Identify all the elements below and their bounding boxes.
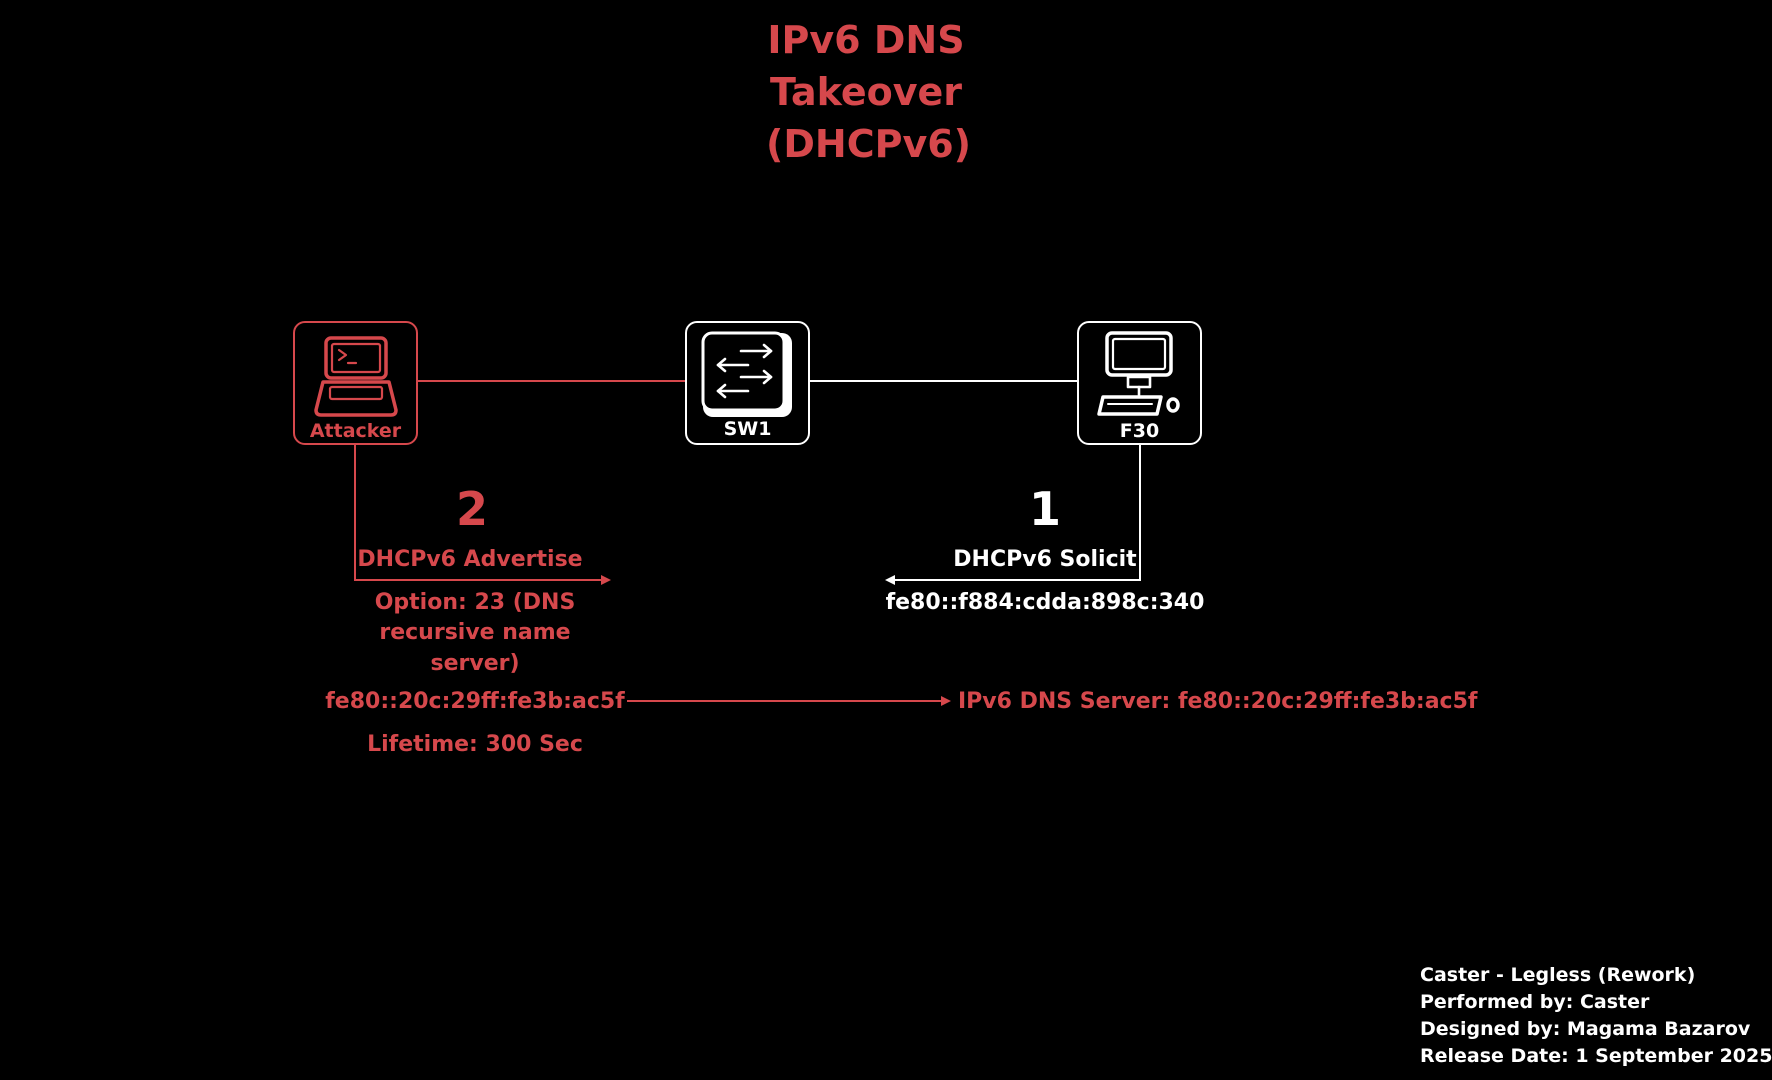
node-client[interactable]	[1077, 321, 1202, 445]
step2-option-line1: Option: 23 (DNS	[374, 590, 576, 615]
step1-arrow	[885, 444, 1141, 585]
credits-line-4: Release Date: 1 September 2025	[1420, 1045, 1772, 1067]
dns-server-arrow	[627, 696, 951, 706]
step2-arrow	[354, 444, 611, 585]
client-label: F30	[1119, 420, 1160, 442]
step1-number: 1	[1028, 482, 1061, 536]
step2-option-line3: server)	[430, 651, 520, 676]
step2-option-line2: recursive name	[379, 620, 571, 645]
step2-lifetime: Lifetime: 300 Sec	[367, 732, 583, 757]
credits-line-3: Designed by: Magama Bazarov	[1420, 1018, 1751, 1040]
step2-number: 2	[455, 482, 488, 536]
switch-label: SW1	[723, 418, 772, 440]
attacker-label: Attacker	[309, 420, 402, 442]
dns-server-label: IPv6 DNS Server: fe80::20c:29ff:fe3b:ac5…	[958, 689, 1478, 714]
switch-icon	[701, 331, 792, 417]
title-line-1: IPv6 DNS	[767, 18, 965, 62]
credits-line-1: Caster - Legless (Rework)	[1420, 964, 1696, 986]
step2-message: DHCPv6 Advertise	[357, 547, 583, 572]
step1-message: DHCPv6 Solicit	[953, 547, 1137, 572]
desktop-computer-icon	[1097, 331, 1180, 416]
step2-address: fe80::20c:29ff:fe3b:ac5f	[325, 689, 625, 714]
credits-line-2: Performed by: Caster	[1420, 991, 1650, 1013]
title-line-2: Takeover	[769, 70, 963, 114]
diagram-title: IPv6 DNS Takeover (DHCPv6)	[766, 14, 972, 170]
node-switch[interactable]	[685, 321, 810, 445]
title-line-3: (DHCPv6)	[766, 122, 972, 166]
network-diagram	[293, 321, 1202, 706]
credits: Caster - Legless (Rework) Performed by: …	[1420, 962, 1772, 1070]
step1-address: fe80::f884:cdda:898c:340	[885, 590, 1205, 615]
laptop-terminal-icon	[314, 336, 398, 417]
